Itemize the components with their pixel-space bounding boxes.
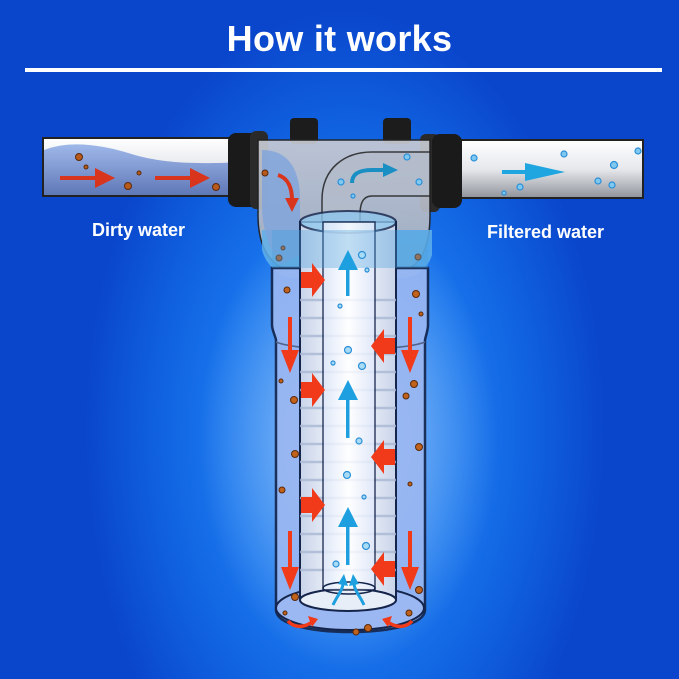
page-title: How it works <box>226 18 453 59</box>
outlet-pipe <box>454 139 644 199</box>
clean-bubbles <box>330 250 371 568</box>
dirty-flow-arrows <box>281 263 419 629</box>
inlet-label: Dirty water <box>92 220 186 240</box>
title-divider <box>25 68 662 72</box>
clean-flow-arrows <box>331 250 366 606</box>
outlet-label: Filtered water <box>487 222 605 242</box>
inlet-pipe <box>42 137 244 197</box>
sediment-particles <box>278 286 424 636</box>
